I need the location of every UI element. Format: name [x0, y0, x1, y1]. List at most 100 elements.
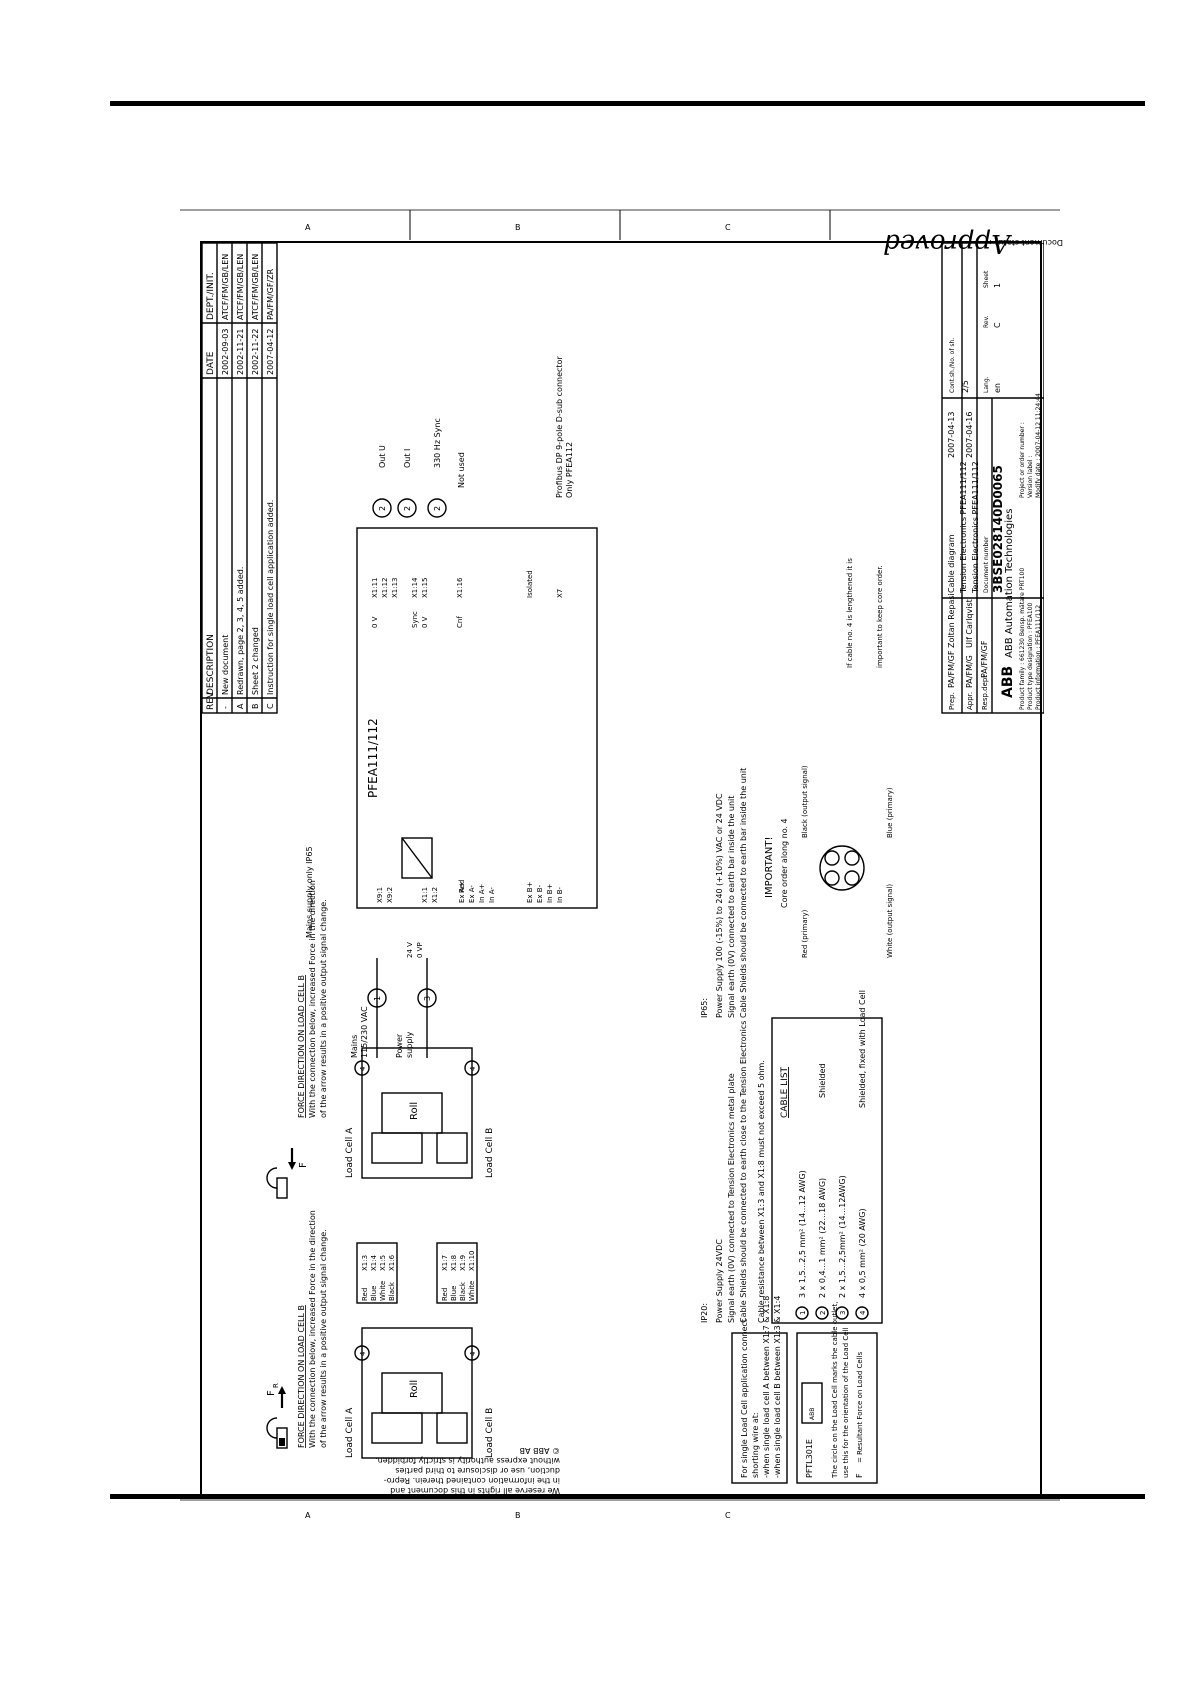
terminal: X1:7: [441, 1255, 449, 1271]
rev-row-date: 2002-11-22: [251, 329, 260, 376]
cable-4-icon: [464, 1345, 480, 1361]
force-b-title: FORCE DIRECTION ON LOAD CELL B: [297, 975, 306, 1118]
product-info: Product information : PFEA111/112: [1035, 605, 1042, 710]
rev-row-rev: A: [236, 703, 245, 709]
terminal: X1:8: [450, 1255, 458, 1271]
rev-row-date: 2002-09-03: [221, 329, 230, 376]
title-line-1: Cable diagram: [947, 534, 956, 593]
cable-item: 3 x 1,5...2,5 mm² (14...12 AWG): [798, 1170, 807, 1298]
wire-color: Blue: [450, 1286, 458, 1302]
company-name: ABB Automation Technologies: [1004, 509, 1015, 658]
cable-2-icon: [397, 498, 417, 518]
cable-no-label: 4: [469, 1066, 477, 1071]
prep-name: Zoltan Repasi: [947, 593, 956, 648]
grid-row-b: B: [515, 223, 521, 232]
fr-label: F: [298, 1162, 309, 1168]
pftl-model: PFTL301E: [805, 1439, 814, 1478]
abb-logo: ABB: [1000, 666, 1016, 698]
grid-row-a: A: [305, 1511, 311, 1520]
power-section: 1 3 Mains 115/230 VAC Power supply 24 V …: [305, 846, 437, 1058]
important-note-1: If cable no. 4 is lengthened it is: [846, 558, 854, 668]
grid-row-c: C: [725, 223, 731, 232]
rev-row-rev: C: [266, 703, 275, 709]
load-cell-a-left: Load Cell A: [345, 1407, 355, 1458]
modify-date: Modify date : 2007-04-12 11:24:44: [1035, 393, 1042, 498]
core-order-label: Core order along no. 4: [780, 818, 789, 908]
core-white: White (output signal): [886, 884, 894, 958]
unit-term: X1:12: [381, 577, 389, 598]
exc-label: In A-: [488, 887, 496, 903]
terminal: X1:6: [388, 1254, 396, 1271]
prep-date: 2007-04-13: [947, 412, 956, 459]
cable-no-label: 2: [403, 506, 412, 511]
roll-label: Roll: [409, 1380, 420, 1398]
unit-term: X1:11: [371, 577, 379, 598]
rev-row-rev: -: [221, 706, 230, 709]
rev-row-dept: PA/FM/GF/ZR: [266, 268, 275, 320]
product-family: Product family : 661230 Bensp. mätare PR…: [1019, 568, 1026, 710]
fr-label: F: [266, 1390, 277, 1396]
version-label: Version label :: [1027, 456, 1034, 498]
cable-no-label: 4: [469, 1351, 477, 1356]
cable-4-icon: [354, 1060, 370, 1076]
load-cell-b-mid: Load Cell B: [485, 1128, 495, 1178]
cable-no-label: 3: [839, 1311, 847, 1315]
ip65-line2: Signal earth (0V) connected to earth bar…: [727, 796, 736, 1018]
cable-list-title: CABLE LIST: [780, 1066, 790, 1118]
fr-label: F: [855, 1473, 864, 1478]
cable-2-icon: [427, 498, 447, 518]
single-line-4: -when single load cell B between X1:3 & …: [773, 1296, 782, 1478]
unit-signal: Cnf: [456, 616, 464, 628]
cable-item: 2 x 1,5...2,5mm² (14...12AWG): [838, 1175, 847, 1298]
rights-notice: A B C: [180, 1499, 1060, 1520]
revision-table: REV DESCRIPTION DATE DEPT./INIT. - New d…: [202, 243, 278, 714]
rights-line-4: without express authority is strictly fo…: [375, 1456, 560, 1465]
wire-color: Blue: [370, 1286, 378, 1302]
single-line-3: -when single load cell A between X1:7 & …: [762, 1296, 771, 1478]
lang-value: en: [993, 383, 1002, 393]
unit-term: X1:13: [391, 577, 399, 598]
cable-no-label: 1: [799, 1311, 807, 1315]
pfea-unit: PFEA111/112 X9:1 X9:2 X1:1 X1:2 Ex A+ Re…: [356, 356, 598, 909]
mains-note: Mains supply only IP65: [305, 846, 314, 938]
ip20-line1: Power Supply 24VDC: [715, 1239, 724, 1323]
unit-term: X1:15: [421, 577, 429, 598]
mains-label-2: 115/230 VAC: [360, 1006, 369, 1058]
doc-number: 3BSE028140D0065: [991, 465, 1005, 593]
power-label-2: supply: [405, 1031, 414, 1058]
rights-line-5: © ABB AB: [520, 1446, 561, 1455]
cable-no-label: 4: [359, 1066, 367, 1071]
unit-isolated: Isolated: [526, 570, 534, 598]
force-b-line2: of the arrow results in a positive outpu…: [319, 899, 328, 1118]
cont-value: 2/5: [961, 380, 970, 393]
unit-name: PFEA111/112: [366, 718, 380, 798]
core-red: Red (primary): [801, 909, 809, 958]
ip20-line2: Signal earth (0V) connected to Tension E…: [727, 1073, 736, 1323]
force-diagram-middle: F FORCE DIRECTION ON LOAD CELL B With th…: [266, 880, 495, 1199]
rights-text: We reserve all rights in this document a…: [375, 1446, 561, 1495]
exc-label: Ex A+: [458, 881, 466, 903]
appr-name: Ulf Carlqvist: [965, 599, 974, 648]
rev-row-dept: ATCF/FM/GB/LEN: [236, 254, 245, 320]
bottom-rule: [110, 1494, 1145, 1499]
exc-label: Ex B+: [526, 881, 534, 903]
important-section: IMPORTANT! Core order along no. 4 Red (p…: [764, 558, 894, 958]
rev-row-desc: Instruction for single load cell applica…: [266, 500, 275, 695]
wire-color: White: [379, 1281, 387, 1301]
wire-color: Red: [441, 1288, 449, 1301]
project-number: Project or order number :: [1019, 422, 1026, 498]
desc-col-header: DESCRIPTION: [206, 634, 216, 695]
profibus-label-1: Profibus DP 9-pole D-sub connector: [555, 356, 564, 498]
unit-term: X1:14: [411, 577, 419, 598]
rev-label: Rev.: [983, 315, 990, 328]
force-a-line1: With the connection below, increased For…: [308, 1210, 317, 1448]
cable-no-label: 4: [859, 1310, 867, 1315]
prep-dept: PA/FM/GF: [947, 650, 956, 688]
force-b-line1: With the connection below, increased For…: [308, 880, 317, 1118]
pftl-fr-text: = Resultant Force on Load Cells: [856, 1351, 864, 1463]
cable-4-icon: [354, 1345, 370, 1361]
top-rule: [110, 101, 1145, 106]
appr-dept: PA/FM/G: [965, 655, 974, 688]
rev-col-header: REV: [206, 691, 216, 710]
sheet-label: Sheet: [983, 270, 990, 288]
